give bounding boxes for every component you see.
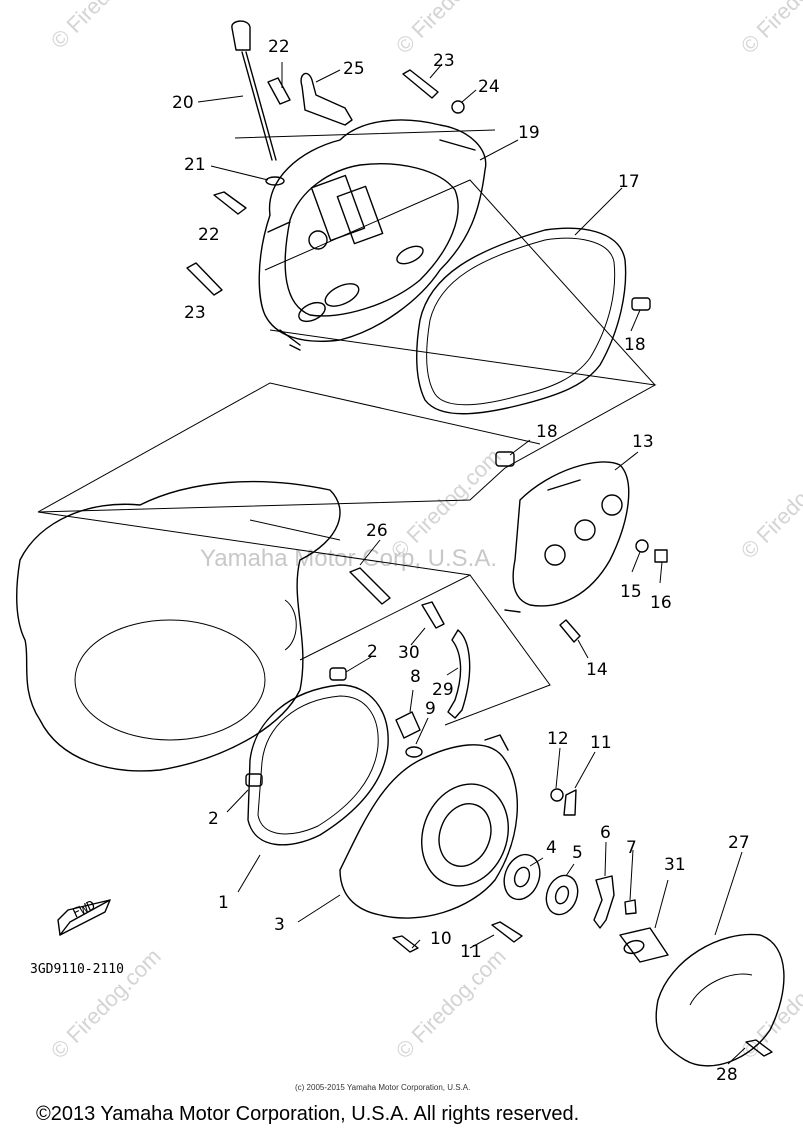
o-ring-9 — [405, 746, 423, 758]
callout-4: 4 — [546, 838, 557, 858]
washer-15 — [635, 539, 649, 553]
callout-9: 9 — [425, 699, 436, 719]
crankcase-cover-19 — [258, 119, 487, 351]
callout-29: 29 — [432, 680, 454, 700]
cover-27 — [655, 933, 785, 1067]
diagram-code: 3GD9110-2110 — [30, 962, 124, 977]
fwd-arrow-icon: FWD — [57, 898, 111, 936]
leader-lines — [197, 62, 746, 1065]
callout-10: 10 — [430, 929, 452, 949]
bolt-14 — [559, 619, 581, 643]
callout-26: 26 — [366, 521, 388, 541]
callout-18: 18 — [536, 422, 558, 442]
callout-2: 2 — [208, 809, 219, 829]
bracket-29 — [447, 629, 471, 719]
bearing-4 — [503, 853, 541, 901]
watermark-center: Yamaha Motor Corp, U.S.A. — [200, 545, 497, 572]
callout-8: 8 — [410, 667, 421, 687]
bolt-30 — [421, 601, 445, 629]
watermark-firedog: © Firedog.com — [736, 0, 803, 59]
callout-13: 13 — [632, 432, 654, 452]
callout-21: 21 — [184, 155, 206, 175]
seal-5 — [545, 874, 579, 916]
o-ring-21 — [265, 176, 285, 186]
bolt-23 — [186, 69, 439, 296]
callout-6: 6 — [600, 823, 611, 843]
bolt-28 — [745, 1039, 773, 1057]
crankcase-body — [16, 480, 341, 772]
washer-12 — [550, 788, 564, 802]
callout-11: 11 — [460, 942, 482, 962]
dipstick-20 — [231, 20, 277, 161]
callout-labels: 20 22 25 23 24 19 21 22 17 23 18 18 13 2… — [172, 37, 750, 1085]
watermark-firedog: © Firedog.com — [391, 944, 511, 1064]
callout-22: 22 — [268, 37, 290, 57]
bolt-22 — [213, 77, 291, 215]
callout-11: 11 — [590, 733, 612, 753]
bolt-16 — [654, 549, 668, 563]
bolt-11 — [491, 921, 523, 943]
callout-7: 7 — [626, 838, 637, 858]
watermark-firedog: © Firedog.com — [46, 0, 166, 54]
callout-18: 18 — [624, 335, 646, 355]
callout-17: 17 — [618, 172, 640, 192]
callout-31: 31 — [664, 855, 686, 875]
callout-14: 14 — [586, 660, 608, 680]
watermark-firedog: © Firedog.com — [736, 444, 803, 564]
collar-31 — [619, 927, 669, 963]
watermark-firedog: © Firedog.com — [736, 944, 803, 1064]
small-credit: (c) 2005-2015 Yamaha Motor Corporation, … — [295, 1083, 470, 1092]
bolt-26 — [349, 567, 391, 605]
screw-7 — [624, 899, 637, 915]
watermark-layer: © Firedog.com © Firedog.com © Firedog.co… — [46, 0, 803, 1064]
callout-15: 15 — [620, 582, 642, 602]
callout-22: 22 — [198, 225, 220, 245]
callout-24: 24 — [478, 77, 500, 97]
callout-1: 1 — [218, 893, 229, 913]
callout-30: 30 — [398, 643, 420, 663]
bolt-10 — [392, 935, 419, 953]
callout-28: 28 — [716, 1065, 738, 1085]
clamp-25 — [300, 72, 353, 126]
callout-5: 5 — [572, 843, 583, 863]
callout-2: 2 — [367, 642, 378, 662]
callout-19: 19 — [518, 123, 540, 143]
callout-12: 12 — [547, 729, 569, 749]
callout-23: 23 — [433, 51, 455, 71]
plug-8 — [395, 711, 421, 739]
dowel-18 — [495, 297, 651, 467]
callout-16: 16 — [650, 593, 672, 613]
callout-23: 23 — [184, 303, 206, 323]
plate-6 — [593, 875, 615, 929]
cover-13 — [504, 461, 630, 613]
callout-25: 25 — [343, 59, 365, 79]
callout-27: 27 — [728, 833, 750, 853]
watermark-firedog: © Firedog.com — [391, 0, 511, 59]
bolt-11 — [563, 789, 577, 816]
callout-3: 3 — [274, 915, 285, 935]
callout-20: 20 — [172, 93, 194, 113]
crankcase-cover-3 — [339, 734, 519, 919]
washer-24 — [451, 100, 465, 114]
assembly-outlines — [37, 129, 657, 726]
gasket-1 — [247, 684, 389, 846]
gasket-17 — [416, 227, 627, 415]
copyright-notice: ©2013 Yamaha Motor Corporation, U.S.A. A… — [36, 1103, 579, 1125]
dowel-2 — [245, 667, 347, 787]
